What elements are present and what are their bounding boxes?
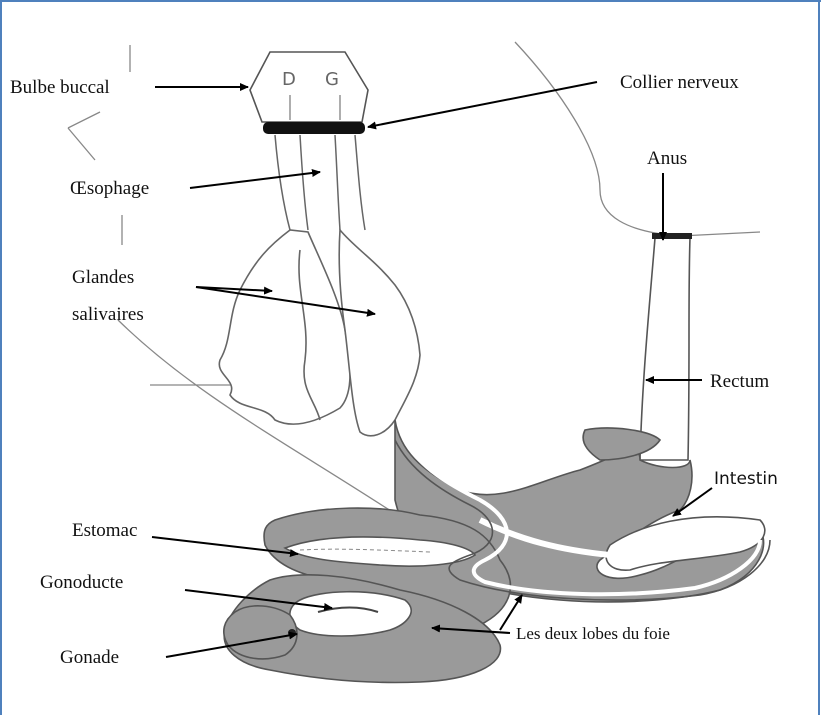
rectum [640, 233, 692, 460]
label-lobes-foie: Les deux lobes du foie [516, 624, 670, 643]
gonoducte [290, 592, 411, 636]
oesophage [275, 135, 365, 230]
label-rectum: Rectum [710, 371, 769, 392]
label-gonoducte: Gonoducte [40, 572, 123, 593]
label-bulbe-buccal: Bulbe buccal [10, 77, 110, 98]
label-collier-nerveux: Collier nerveux [620, 72, 739, 93]
label-intestin: Intestin [714, 469, 778, 489]
label-oesophage: Œsophage [70, 178, 149, 199]
arrow-collier-nerveux [368, 82, 597, 127]
svg-text:D: D [282, 69, 296, 90]
gonade [224, 606, 297, 659]
glandes-salivaires [219, 230, 420, 436]
label-estomac: Estomac [72, 520, 137, 541]
label-anus: Anus [647, 148, 687, 169]
arrow-oesophage [190, 172, 320, 188]
bulbe-buccal: D G [250, 52, 368, 122]
label-gonade: Gonade [60, 647, 119, 668]
label-salivaires: salivaires [72, 304, 144, 325]
svg-text:G: G [325, 69, 339, 90]
label-glandes: Glandes [72, 267, 134, 288]
collier-nerveux [263, 122, 365, 134]
